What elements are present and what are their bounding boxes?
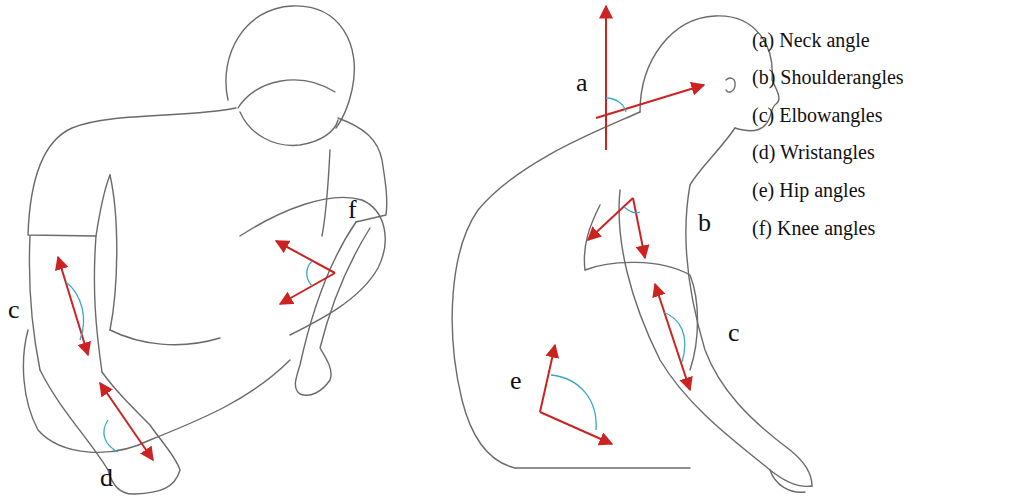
right-arm [295,222,370,395]
angle-arrows [58,6,704,460]
legend-entry: (f) Knee angles [752,218,875,238]
hair-line [238,80,335,108]
left-sleeve [28,108,236,236]
knee-arc [307,261,312,286]
angle-letter: d [100,465,113,491]
torso-right-side [322,150,330,236]
shoulder-arrow [588,198,633,240]
legend-entry: (c) Elbowangles [752,105,883,125]
angle-letter: b [698,210,711,236]
left-arm-outer [29,236,40,370]
elbow-arc [66,282,84,340]
neck-arrow [596,85,704,118]
shoulder-arc [624,207,640,213]
neck-arrow [605,6,607,150]
angle-letter: f [348,197,357,223]
elbow-arrow [58,257,88,355]
hand [770,470,805,492]
angle-letter: c [728,320,740,346]
torso-left-side [110,175,117,330]
chest-line [690,128,735,185]
hip-arc [551,375,596,430]
front-figure [23,6,386,494]
lap-line [110,330,220,345]
right-sleeve [338,118,387,222]
angle-arcs [66,98,685,452]
knee-arrow [276,241,335,273]
elbow-arc [663,312,685,362]
right-leg [240,197,385,335]
elbow-arrow [655,284,690,390]
wrist-arrow [100,383,153,460]
angle-letter: c [8,297,20,323]
collar-line [240,112,338,145]
thigh-top [584,205,600,270]
shoulder-arrow [633,198,645,258]
hip-arrow [540,345,555,412]
left-leg [23,330,290,452]
legend-entry: (d) Wristangles [752,142,875,162]
legend-entry: (b) Shoulderangles [752,67,904,87]
ear [726,78,735,92]
back-outline [452,112,690,468]
left-arm-inner [94,236,102,372]
left-hand [40,370,180,494]
side-figure [452,16,812,492]
legend-entry: (a) Neck angle [752,30,870,50]
wrist-arc [104,420,118,452]
neck-arc [606,98,626,112]
angle-letter: e [510,368,522,394]
head-outline [226,6,354,128]
hip-arrow [540,412,612,444]
angle-letter: a [576,70,588,96]
legend-entry: (e) Hip angles [752,180,865,200]
